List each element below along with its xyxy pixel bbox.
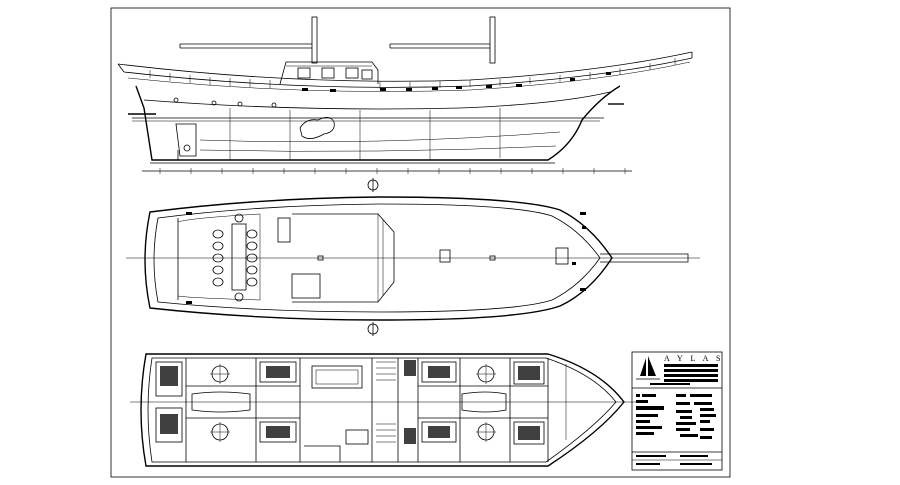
section-marker-bottom [367,322,379,336]
bow-hatch [555,247,569,265]
hull-frames [199,108,561,160]
deck-fittings [186,212,586,304]
deck-hatch [291,273,321,299]
rail-stanchions [149,58,676,89]
deckhouse [279,61,379,85]
tender-outline [299,117,335,139]
cabin-layout-view [130,353,640,467]
hull-outline [135,85,621,161]
hull-ports [302,72,611,92]
cabin-beds [155,361,545,445]
sheer-line [117,51,693,82]
title-block: A Y L A S [631,351,723,471]
main-mast [311,16,318,64]
helm-console [277,217,291,243]
portholes [173,97,277,108]
keel [150,150,555,164]
side-elevation-view [117,16,693,192]
companionway-stairs [376,361,396,443]
section-marker-top [367,178,379,192]
dining-chairs [212,213,258,302]
central-sofas [191,391,507,413]
bowsprit [600,253,689,263]
forward-hatch [439,249,451,263]
brand-label: A Y L A S [664,354,723,363]
cabin-hull-outline [140,353,625,467]
mizzen-mast [489,16,496,64]
galley-counter [345,429,369,445]
deckhouse-roof [292,213,395,303]
salon-table [311,365,363,389]
title-block-text-lines [636,364,718,465]
scale-ruler [142,168,632,174]
deck-plan-view [126,196,700,336]
cabin-tables [210,364,496,442]
brand-logo [636,356,660,380]
bulkheads [185,358,549,462]
dining-table [231,223,247,291]
sheet-border [110,7,731,478]
rudder [175,123,197,157]
deckhouse-windows [297,67,373,80]
bathroom-fixtures [160,360,540,444]
